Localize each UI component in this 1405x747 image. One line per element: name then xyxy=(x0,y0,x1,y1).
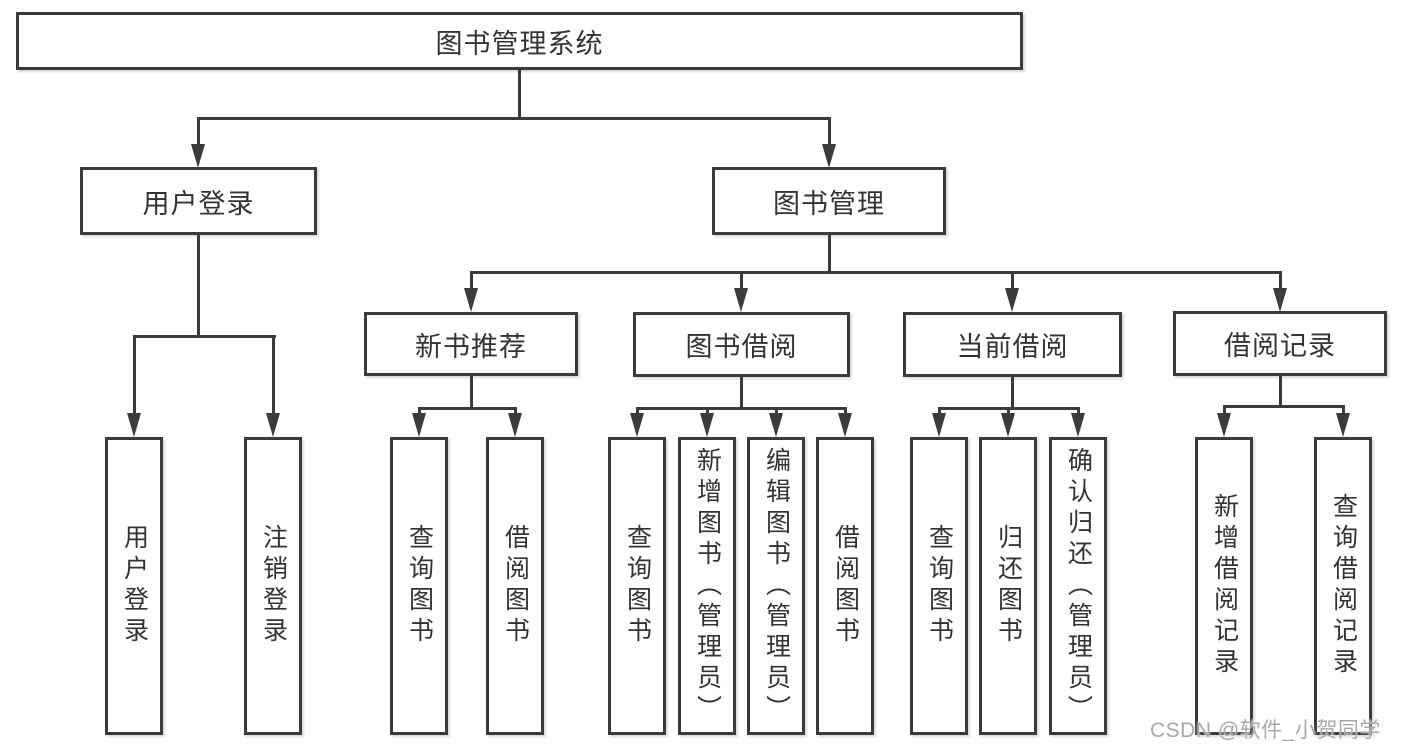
connector-stem xyxy=(1011,377,1014,408)
node-new-book-recommendation: 新书推荐 xyxy=(364,312,578,376)
connector-drop-leaf xyxy=(133,335,136,415)
arrow-down-icon xyxy=(266,413,280,437)
node-current-borrowing: 当前借阅 xyxy=(903,312,1122,377)
connector-stem xyxy=(740,377,743,408)
connector-bar xyxy=(636,407,847,410)
node-label: 当前借阅 xyxy=(956,332,1069,362)
leaf-edit-books-admin: 编辑图书（管理员） xyxy=(747,437,805,735)
connector-drop-leaf xyxy=(1007,407,1010,416)
arrow-down-icon xyxy=(769,413,783,437)
arrow-down-icon xyxy=(700,413,714,437)
connector-stem xyxy=(1279,376,1282,407)
leaf-add-books-admin: 新增图书（管理员） xyxy=(678,437,736,735)
node-label: 用户登录 xyxy=(142,188,255,219)
leaf-query-borrowing-record: 查询借阅记录 xyxy=(1314,437,1372,735)
leaf-add-borrowing-record: 新增借阅记录 xyxy=(1195,437,1253,735)
arrow-down-icon xyxy=(734,288,748,312)
connector-drop-book-management xyxy=(828,117,831,147)
connector-drop-leaf xyxy=(938,407,941,416)
node-label: 注销登录 xyxy=(259,524,288,648)
arrow-down-icon xyxy=(822,144,836,168)
arrow-down-icon xyxy=(1336,413,1350,437)
node-borrowing-records: 借阅记录 xyxy=(1173,311,1387,376)
node-label: 借阅图书 xyxy=(501,524,530,648)
arrow-down-icon xyxy=(127,413,141,437)
connector-drop-book-borrowing xyxy=(740,271,743,291)
node-label: 图书管理系统 xyxy=(435,28,604,59)
connector-drop-borrowing-records xyxy=(1279,271,1282,291)
leaf-return-books: 归还图书 xyxy=(979,437,1037,735)
node-label: 新增借阅记录 xyxy=(1210,493,1239,679)
node-label: 查询借阅记录 xyxy=(1329,493,1358,679)
node-label: 借阅图书 xyxy=(831,524,860,648)
connector-drop-leaf xyxy=(1223,405,1226,416)
connector-drop-leaf xyxy=(844,407,847,416)
csdn-watermark: CSDN @软件_小贺同学 xyxy=(1150,719,1381,742)
leaf-user-login: 用户登录 xyxy=(105,437,163,735)
node-label: 查询图书 xyxy=(405,524,434,648)
node-label: 借阅记录 xyxy=(1224,331,1336,361)
arrow-down-icon xyxy=(630,413,644,437)
node-label: 图书借阅 xyxy=(685,332,798,362)
leaf-logout: 注销登录 xyxy=(244,437,302,735)
arrow-down-icon xyxy=(1005,288,1019,312)
node-label: 新书推荐 xyxy=(415,331,527,362)
node-label: 编辑图书（管理员） xyxy=(762,446,791,726)
node-user-login: 用户登录 xyxy=(80,167,317,235)
arrow-down-icon xyxy=(1001,413,1015,437)
connector-drop-leaf xyxy=(1342,405,1345,416)
connector-drop-leaf xyxy=(418,407,421,416)
connector-drop-leaf xyxy=(706,407,709,416)
connector-bar xyxy=(418,407,517,410)
connector-drop-leaf xyxy=(514,407,517,416)
leaf-query-books-current: 查询图书 xyxy=(910,437,968,735)
connector-drop-leaf xyxy=(1077,407,1080,416)
connector-user-login-stem xyxy=(197,235,200,336)
leaf-borrow-books-borrowing: 借阅图书 xyxy=(816,437,874,735)
connector-drop-user-login xyxy=(197,117,200,147)
arrow-down-icon xyxy=(932,413,946,437)
connector-drop-new-book xyxy=(470,271,473,291)
node-label: 确认归还（管理员） xyxy=(1064,446,1093,726)
connector-drop-leaf xyxy=(636,407,639,416)
connector-stem xyxy=(470,376,473,409)
arrow-down-icon xyxy=(412,413,426,437)
arrow-down-icon xyxy=(464,288,478,312)
connector-book-management-bar xyxy=(470,271,1282,274)
node-label: 用户登录 xyxy=(120,524,149,648)
leaf-query-books-recommendation: 查询图书 xyxy=(390,437,448,735)
connector-drop-current-borrowing xyxy=(1011,271,1014,291)
node-label: 新增图书（管理员） xyxy=(693,446,722,726)
arrow-down-icon xyxy=(191,144,205,168)
connector-drop-leaf xyxy=(272,335,275,415)
node-library-management-system: 图书管理系统 xyxy=(16,12,1023,70)
leaf-confirm-return-admin: 确认归还（管理员） xyxy=(1049,437,1107,735)
leaf-borrow-books-recommendation: 借阅图书 xyxy=(486,437,544,735)
arrow-down-icon xyxy=(1071,413,1085,437)
arrow-down-icon xyxy=(508,413,522,437)
node-label: 查询图书 xyxy=(623,524,652,648)
connector-bar xyxy=(1223,405,1345,408)
connector-book-management-stem xyxy=(828,235,831,273)
node-label: 查询图书 xyxy=(925,524,954,648)
arrow-down-icon xyxy=(1217,413,1231,437)
connector-user-login-bar xyxy=(133,335,276,338)
connector-drop-leaf xyxy=(775,407,778,416)
node-label: 图书管理 xyxy=(773,188,885,219)
node-book-management: 图书管理 xyxy=(712,167,946,235)
arrow-down-icon xyxy=(838,413,852,437)
arrow-down-icon xyxy=(1273,288,1287,312)
node-book-borrowing: 图书借阅 xyxy=(633,312,850,377)
connector-root-bar xyxy=(197,117,831,120)
connector-root-stem xyxy=(518,70,521,118)
leaf-query-books-borrowing: 查询图书 xyxy=(608,437,666,735)
node-label: 归还图书 xyxy=(994,524,1023,648)
